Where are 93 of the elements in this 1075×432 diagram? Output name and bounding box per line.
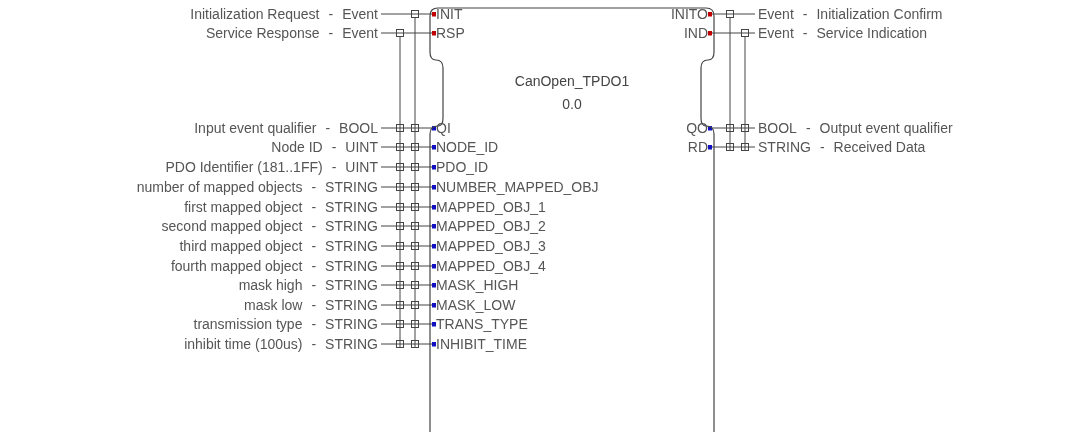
output-port: RD bbox=[687, 138, 708, 156]
data-type-label: UINT bbox=[345, 139, 378, 155]
connector-line bbox=[380, 263, 437, 269]
separator-dash: - bbox=[325, 120, 331, 136]
separator-dash: - bbox=[819, 139, 825, 155]
input-port: PDO_ID bbox=[436, 158, 489, 176]
separator-dash: - bbox=[328, 6, 334, 22]
port-description: third mapped object bbox=[179, 238, 303, 254]
output-port: QO bbox=[686, 119, 708, 137]
data-type-label: Event bbox=[758, 25, 794, 41]
separator-dash: - bbox=[311, 258, 317, 274]
block-name: CanOpen_TPDO1 bbox=[514, 73, 630, 89]
data-type-label: STRING bbox=[325, 179, 378, 195]
data-type-label: Event bbox=[758, 6, 794, 22]
input-port: NUMBER_MAPPED_OBJ bbox=[436, 178, 599, 196]
port-description: Node ID bbox=[271, 139, 323, 155]
connector-line bbox=[707, 125, 756, 131]
separator-dash: - bbox=[331, 139, 337, 155]
port-description: Initialization Confirm bbox=[816, 6, 943, 22]
input-port: MAPPED_OBJ_1 bbox=[436, 198, 546, 216]
data-type-label: BOOL bbox=[758, 120, 797, 136]
separator-dash: - bbox=[311, 277, 317, 293]
connector-line bbox=[380, 341, 437, 347]
connector-line bbox=[707, 11, 756, 17]
connector-line bbox=[380, 125, 437, 131]
port-description: Initialization Request bbox=[190, 6, 320, 22]
separator-dash: - bbox=[802, 6, 808, 22]
connector-line bbox=[380, 164, 437, 170]
separator-dash: - bbox=[311, 297, 317, 313]
input-port: NODE_ID bbox=[436, 138, 499, 156]
separator-dash: - bbox=[311, 316, 317, 332]
port-description: mask high bbox=[238, 277, 303, 293]
input-port: MAPPED_OBJ_2 bbox=[436, 217, 546, 235]
separator-dash: - bbox=[311, 199, 317, 215]
port-description: transmission type bbox=[193, 316, 303, 332]
port-description: inhibit time (100us) bbox=[184, 336, 303, 352]
separator-dash: - bbox=[311, 238, 317, 254]
port-description: Service Response bbox=[205, 25, 320, 41]
port-description: PDO Identifier (181..1FF) bbox=[165, 159, 323, 175]
separator-dash: - bbox=[328, 25, 334, 41]
port-description: Service Indication bbox=[816, 25, 927, 41]
port-description: number of mapped objects bbox=[136, 179, 303, 195]
port-description: Received Data bbox=[833, 139, 926, 155]
connector-line bbox=[707, 144, 756, 150]
data-type-label: UINT bbox=[345, 159, 378, 175]
data-type-label: STRING bbox=[325, 258, 378, 274]
data-type-label: Event bbox=[342, 6, 378, 22]
input-port: MASK_LOW bbox=[436, 296, 516, 314]
data-type-label: STRING bbox=[325, 297, 378, 313]
input-port: MAPPED_OBJ_4 bbox=[436, 257, 546, 275]
data-type-label: Event bbox=[342, 25, 378, 41]
input-port: INHIBIT_TIME bbox=[436, 335, 527, 353]
output-port: IND bbox=[683, 24, 708, 42]
separator-dash: - bbox=[805, 120, 811, 136]
connector-line bbox=[380, 184, 437, 190]
port-description: fourth mapped object bbox=[170, 258, 303, 274]
input-port: QI bbox=[436, 119, 451, 137]
input-port: INIT bbox=[436, 5, 463, 23]
connector-line bbox=[380, 223, 437, 229]
connector-line bbox=[707, 30, 756, 36]
input-port: TRANS_TYPE bbox=[436, 315, 528, 333]
connector-line bbox=[380, 30, 437, 36]
port-description: Output event qualifier bbox=[819, 120, 953, 136]
port-description: first mapped object bbox=[184, 199, 303, 215]
connector-line bbox=[380, 302, 437, 308]
connector-line bbox=[380, 204, 437, 210]
connector-line bbox=[380, 243, 437, 249]
data-type-label: STRING bbox=[325, 238, 378, 254]
connector-line bbox=[380, 11, 437, 17]
data-type-label: STRING bbox=[325, 199, 378, 215]
connector-line bbox=[380, 282, 437, 288]
block-version: 0.0 bbox=[562, 96, 582, 112]
data-type-label: STRING bbox=[325, 277, 378, 293]
separator-dash: - bbox=[311, 179, 317, 195]
input-port: RSP bbox=[436, 24, 465, 42]
separator-dash: - bbox=[311, 336, 317, 352]
separator-dash: - bbox=[311, 218, 317, 234]
function-block bbox=[430, 8, 714, 432]
data-type-label: STRING bbox=[325, 316, 378, 332]
connector-line bbox=[380, 321, 437, 327]
data-type-label: STRING bbox=[325, 218, 378, 234]
input-port: MASK_HIGH bbox=[436, 276, 519, 294]
input-port: MAPPED_OBJ_3 bbox=[436, 237, 546, 255]
port-description: Input event qualifier bbox=[194, 120, 317, 136]
separator-dash: - bbox=[802, 25, 808, 41]
port-description: mask low bbox=[244, 297, 303, 313]
data-type-label: STRING bbox=[325, 336, 378, 352]
connector-line bbox=[380, 144, 437, 150]
separator-dash: - bbox=[331, 159, 337, 175]
output-port: INITO bbox=[670, 5, 708, 23]
port-description: second mapped object bbox=[161, 218, 303, 234]
data-type-label: STRING bbox=[758, 139, 811, 155]
data-type-label: BOOL bbox=[339, 120, 378, 136]
